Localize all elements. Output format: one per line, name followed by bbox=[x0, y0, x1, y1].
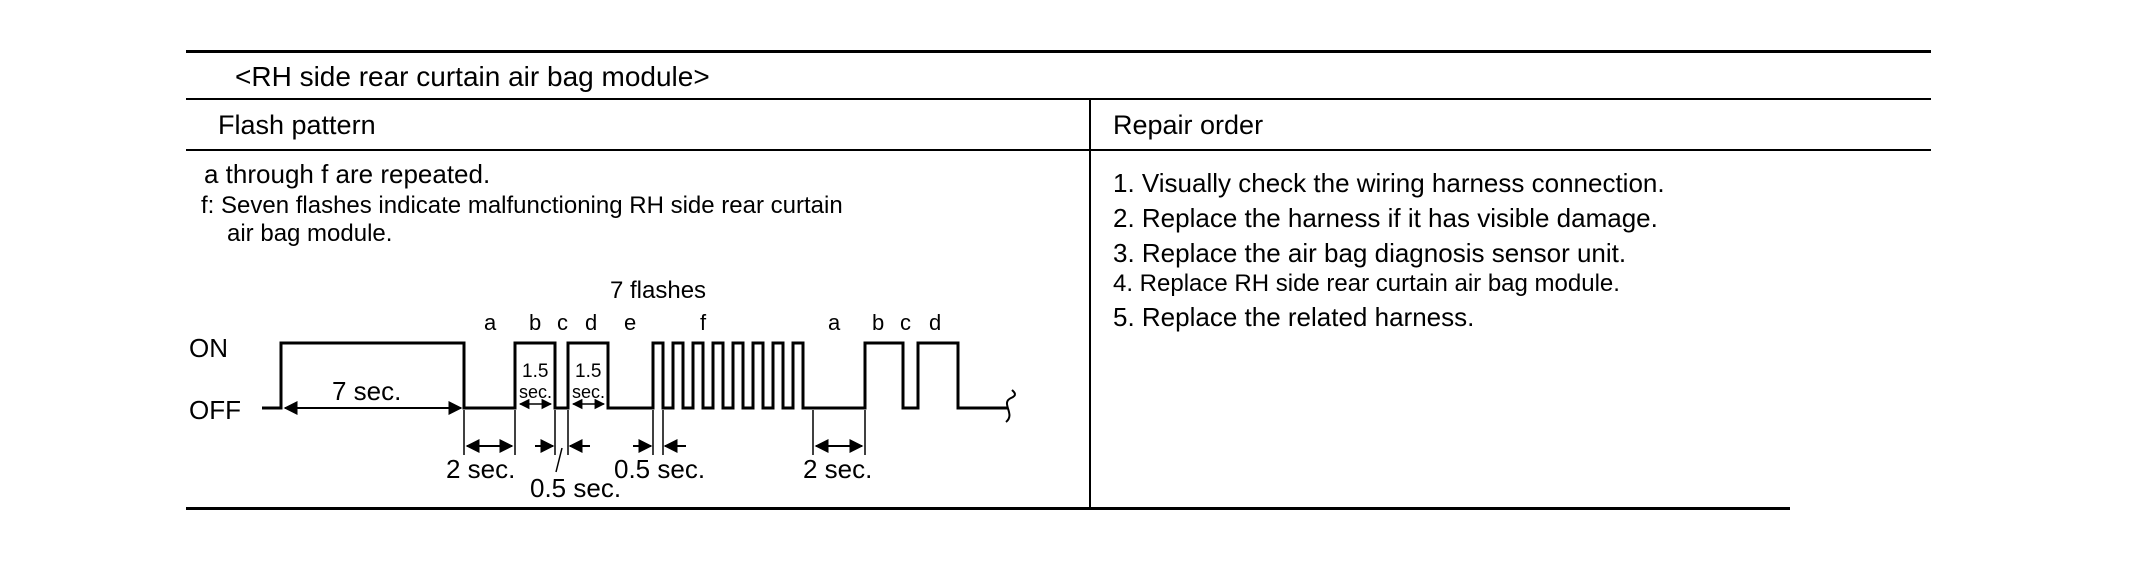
repeat-note: a through f are repeated. bbox=[204, 159, 491, 189]
c-interval-label: 0.5 sec. bbox=[530, 473, 621, 503]
f-interval-label: 0.5 sec. bbox=[614, 454, 705, 484]
off-label: OFF bbox=[189, 395, 241, 425]
b-duration-unit: sec. bbox=[519, 382, 552, 402]
flash-timing-diagram: ON OFF 7 flashes a b c d e f a b c d 7 s… bbox=[189, 277, 1016, 503]
segment-label-b: b bbox=[872, 310, 884, 335]
signal-waveform bbox=[262, 341, 1008, 410]
segment-label-a: a bbox=[828, 310, 841, 335]
d-duration-value: 1.5 bbox=[575, 361, 601, 382]
seven-flashes-label: 7 flashes bbox=[610, 277, 706, 304]
table-title: <RH side rear curtain air bag module> bbox=[235, 61, 710, 92]
segment-label-d: d bbox=[929, 310, 941, 335]
signal-break-mark bbox=[1005, 389, 1016, 423]
title-divider bbox=[186, 98, 1931, 100]
segment-label-c: c bbox=[557, 310, 568, 335]
b-duration-value: 1.5 bbox=[522, 361, 548, 382]
f-note-line1: f: Seven flashes indicate malfunctioning… bbox=[201, 192, 843, 219]
repair-order-header: Repair order bbox=[1113, 110, 1264, 140]
table-bottom-border bbox=[186, 507, 1790, 510]
column-divider bbox=[1089, 99, 1091, 508]
two-sec-label: 2 sec. bbox=[446, 454, 515, 484]
repair-step: 2. Replace the harness if it has visible… bbox=[1113, 203, 1658, 233]
segment-label-b: b bbox=[529, 310, 541, 335]
flash-pattern-header: Flash pattern bbox=[218, 110, 376, 140]
seven-sec-label: 7 sec. bbox=[332, 376, 401, 406]
d-duration-unit: sec. bbox=[572, 382, 605, 402]
repair-step: 3. Replace the air bag diagnosis sensor … bbox=[1113, 238, 1627, 268]
on-label: ON bbox=[189, 333, 228, 363]
segment-label-c: c bbox=[900, 310, 911, 335]
c-interval-leader bbox=[555, 447, 563, 473]
segment-label-d: d bbox=[585, 310, 597, 335]
repair-step: 5. Replace the related harness. bbox=[1113, 302, 1475, 332]
header-divider bbox=[186, 149, 1931, 151]
segment-label-e: e bbox=[624, 310, 636, 335]
two-sec-label: 2 sec. bbox=[803, 454, 872, 484]
f-note-line2: air bag module. bbox=[227, 220, 393, 247]
table-top-border bbox=[186, 50, 1931, 53]
repair-step: 1. Visually check the wiring harness con… bbox=[1113, 168, 1665, 198]
segment-label-f: f bbox=[700, 310, 707, 335]
repair-step: 4. Replace RH side rear curtain air bag … bbox=[1113, 270, 1620, 297]
segment-label-a: a bbox=[484, 310, 497, 335]
